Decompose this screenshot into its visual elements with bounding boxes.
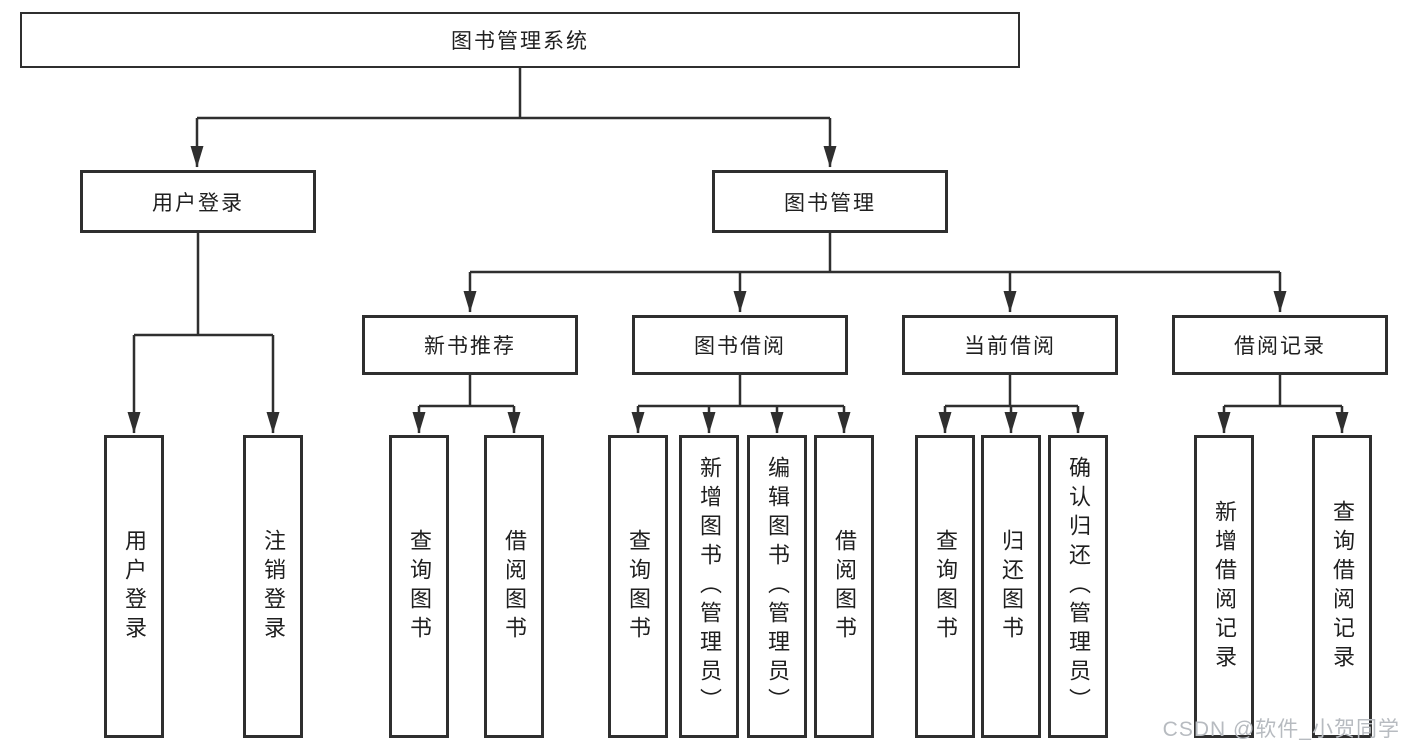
- node-book-borrow-label: 图书借阅: [694, 335, 786, 358]
- node-book-borrow: 图书借阅: [632, 315, 848, 375]
- leaf-query-books-recommend-label: 查询图书: [407, 528, 432, 645]
- node-book-management: 图书管理: [712, 170, 948, 233]
- leaf-add-borrow-record-label: 新增借阅记录: [1212, 499, 1237, 674]
- leaf-edit-books-admin: 编辑图书（管理员）: [747, 435, 807, 738]
- node-current-borrow-label: 当前借阅: [964, 335, 1056, 358]
- watermark: CSDN @软件_小贺同学: [1162, 718, 1400, 741]
- leaf-add-books-admin-label: 新增图书（管理员）: [697, 456, 722, 717]
- leaf-user-login-label: 用户登录: [122, 528, 147, 645]
- node-root-label: 图书管理系统: [451, 30, 589, 53]
- leaf-query-books-current-label: 查询图书: [933, 528, 958, 645]
- leaf-confirm-return-admin: 确认归还（管理员）: [1048, 435, 1108, 738]
- leaf-borrow-books-label: 借阅图书: [832, 528, 857, 645]
- node-new-book-recommend: 新书推荐: [362, 315, 578, 375]
- node-user-login: 用户登录: [80, 170, 316, 233]
- node-borrow-records: 借阅记录: [1172, 315, 1388, 375]
- leaf-add-borrow-record: 新增借阅记录: [1194, 435, 1254, 738]
- node-book-management-label: 图书管理: [784, 191, 876, 215]
- leaf-query-borrow-record: 查询借阅记录: [1312, 435, 1372, 738]
- leaf-user-login: 用户登录: [104, 435, 164, 738]
- leaf-borrow-books-recommend-label: 借阅图书: [502, 528, 527, 645]
- node-new-book-recommend-label: 新书推荐: [424, 335, 516, 358]
- leaf-borrow-books: 借阅图书: [814, 435, 874, 738]
- node-user-login-label: 用户登录: [152, 191, 244, 215]
- leaf-return-books-label: 归还图书: [999, 528, 1024, 645]
- leaf-logout-login-label: 注销登录: [261, 528, 286, 645]
- leaf-query-borrow-record-label: 查询借阅记录: [1330, 499, 1355, 674]
- leaf-confirm-return-admin-label: 确认归还（管理员）: [1066, 456, 1091, 717]
- node-root: 图书管理系统: [20, 12, 1020, 68]
- leaf-add-books-admin: 新增图书（管理员）: [679, 435, 739, 738]
- leaf-logout-login: 注销登录: [243, 435, 303, 738]
- node-borrow-records-label: 借阅记录: [1234, 335, 1326, 358]
- leaf-borrow-books-recommend: 借阅图书: [484, 435, 544, 738]
- leaf-query-books-borrow-label: 查询图书: [626, 528, 651, 645]
- leaf-return-books: 归还图书: [981, 435, 1041, 738]
- node-current-borrow: 当前借阅: [902, 315, 1118, 375]
- leaf-query-books-current: 查询图书: [915, 435, 975, 738]
- leaf-query-books-borrow: 查询图书: [608, 435, 668, 738]
- leaf-edit-books-admin-label: 编辑图书（管理员）: [765, 456, 790, 717]
- leaf-query-books-recommend: 查询图书: [389, 435, 449, 738]
